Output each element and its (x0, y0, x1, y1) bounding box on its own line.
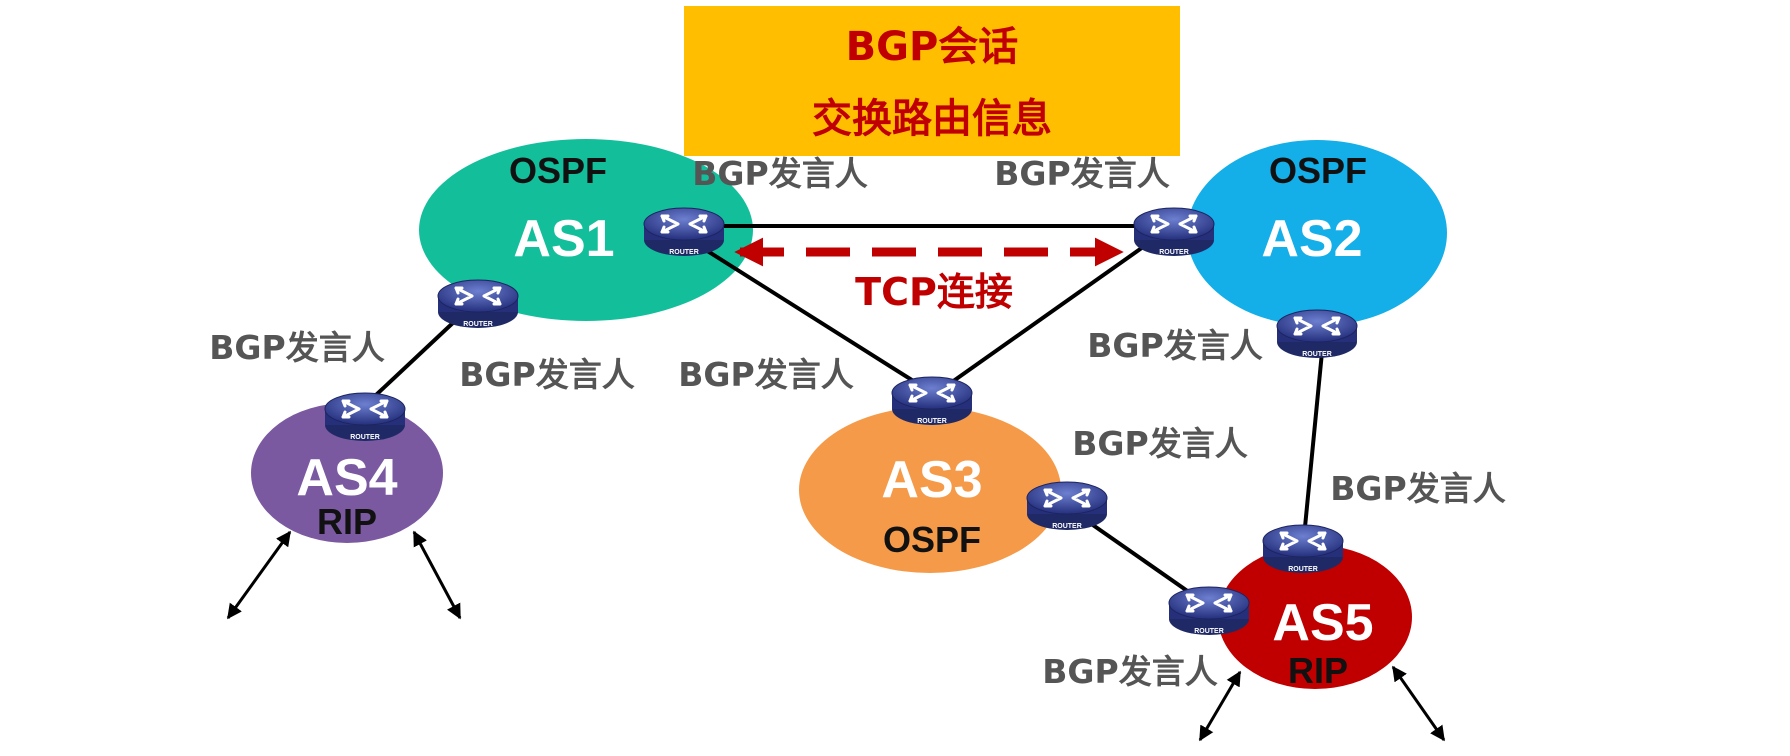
router-icon: ROUTER (890, 375, 974, 427)
external-arrow-as5-right (1391, 665, 1446, 742)
as3-name: AS3 (881, 451, 982, 509)
link-as1-as4 (374, 318, 458, 397)
as4-protocol: RIP (317, 501, 377, 542)
external-arrow-as4-left (226, 530, 292, 620)
as4-region (251, 403, 443, 543)
bgp-speaker-label-as5-bottom: BGP发言人 (1042, 652, 1217, 691)
bgp-speaker-label-as5-top: BGP发言人 (1330, 469, 1505, 508)
link-as2-as5 (1303, 351, 1324, 528)
router-icon: ROUTER (323, 391, 407, 443)
external-links (226, 530, 1446, 742)
as3-region (799, 407, 1061, 573)
svg-text:ROUTER: ROUTER (1159, 249, 1189, 256)
svg-text:ROUTER: ROUTER (917, 418, 947, 425)
tcp-connection-label: TCP连接 (855, 270, 1013, 314)
bgp-speaker-label-as3-top: BGP发言人 (678, 355, 853, 394)
router-icon: ROUTER (1025, 480, 1109, 532)
as1-protocol: OSPF (509, 150, 607, 191)
as4-name: AS4 (296, 449, 397, 507)
as5-region (1218, 545, 1412, 689)
router-icon: ROUTER (642, 206, 726, 258)
svg-text:ROUTER: ROUTER (1052, 523, 1082, 530)
as3-protocol: OSPF (883, 519, 981, 560)
as2-region (1187, 140, 1447, 326)
as2-name: AS2 (1261, 210, 1362, 268)
svg-text:ROUTER: ROUTER (1194, 628, 1224, 635)
svg-text:ROUTER: ROUTER (1288, 566, 1318, 573)
router-icon: ROUTER (1261, 523, 1345, 575)
link-as1-as3 (688, 238, 917, 384)
svg-text:ROUTER: ROUTER (669, 249, 699, 256)
bgp-speaker-label-as2-bottom: BGP发言人 (1087, 326, 1262, 365)
svg-text:ROUTER: ROUTER (463, 321, 493, 328)
bgp-session-banner (684, 6, 1180, 156)
banner-title: BGP会话 (846, 24, 1019, 70)
external-arrow-as4-right (412, 530, 462, 620)
svg-text:ROUTER: ROUTER (1302, 351, 1332, 358)
bgp-speaker-label-as3-right: BGP发言人 (1072, 424, 1247, 463)
router-icon: ROUTER (1275, 308, 1359, 360)
router-icon: ROUTER (1132, 206, 1216, 258)
bgp-speaker-label-as1-left: BGP发言人 (459, 355, 634, 394)
bgp-speaker-label-as2-top: BGP发言人 (994, 154, 1169, 193)
link-as3-as5 (1088, 521, 1198, 599)
banner-subtitle: 交换路由信息 (812, 96, 1052, 142)
as2-protocol: OSPF (1269, 150, 1367, 191)
as5-name: AS5 (1272, 594, 1373, 652)
as1-name: AS1 (513, 210, 614, 268)
router-icon: ROUTER (436, 278, 520, 330)
bgp-speaker-label-as1-top: BGP发言人 (692, 154, 867, 193)
router-icon: ROUTER (1167, 585, 1251, 637)
as5-protocol: RIP (1288, 650, 1348, 691)
as1-region (419, 139, 753, 321)
bgp-speaker-label-as4: BGP发言人 (209, 328, 384, 367)
external-arrow-as5-left (1198, 670, 1242, 742)
svg-text:ROUTER: ROUTER (350, 434, 380, 441)
